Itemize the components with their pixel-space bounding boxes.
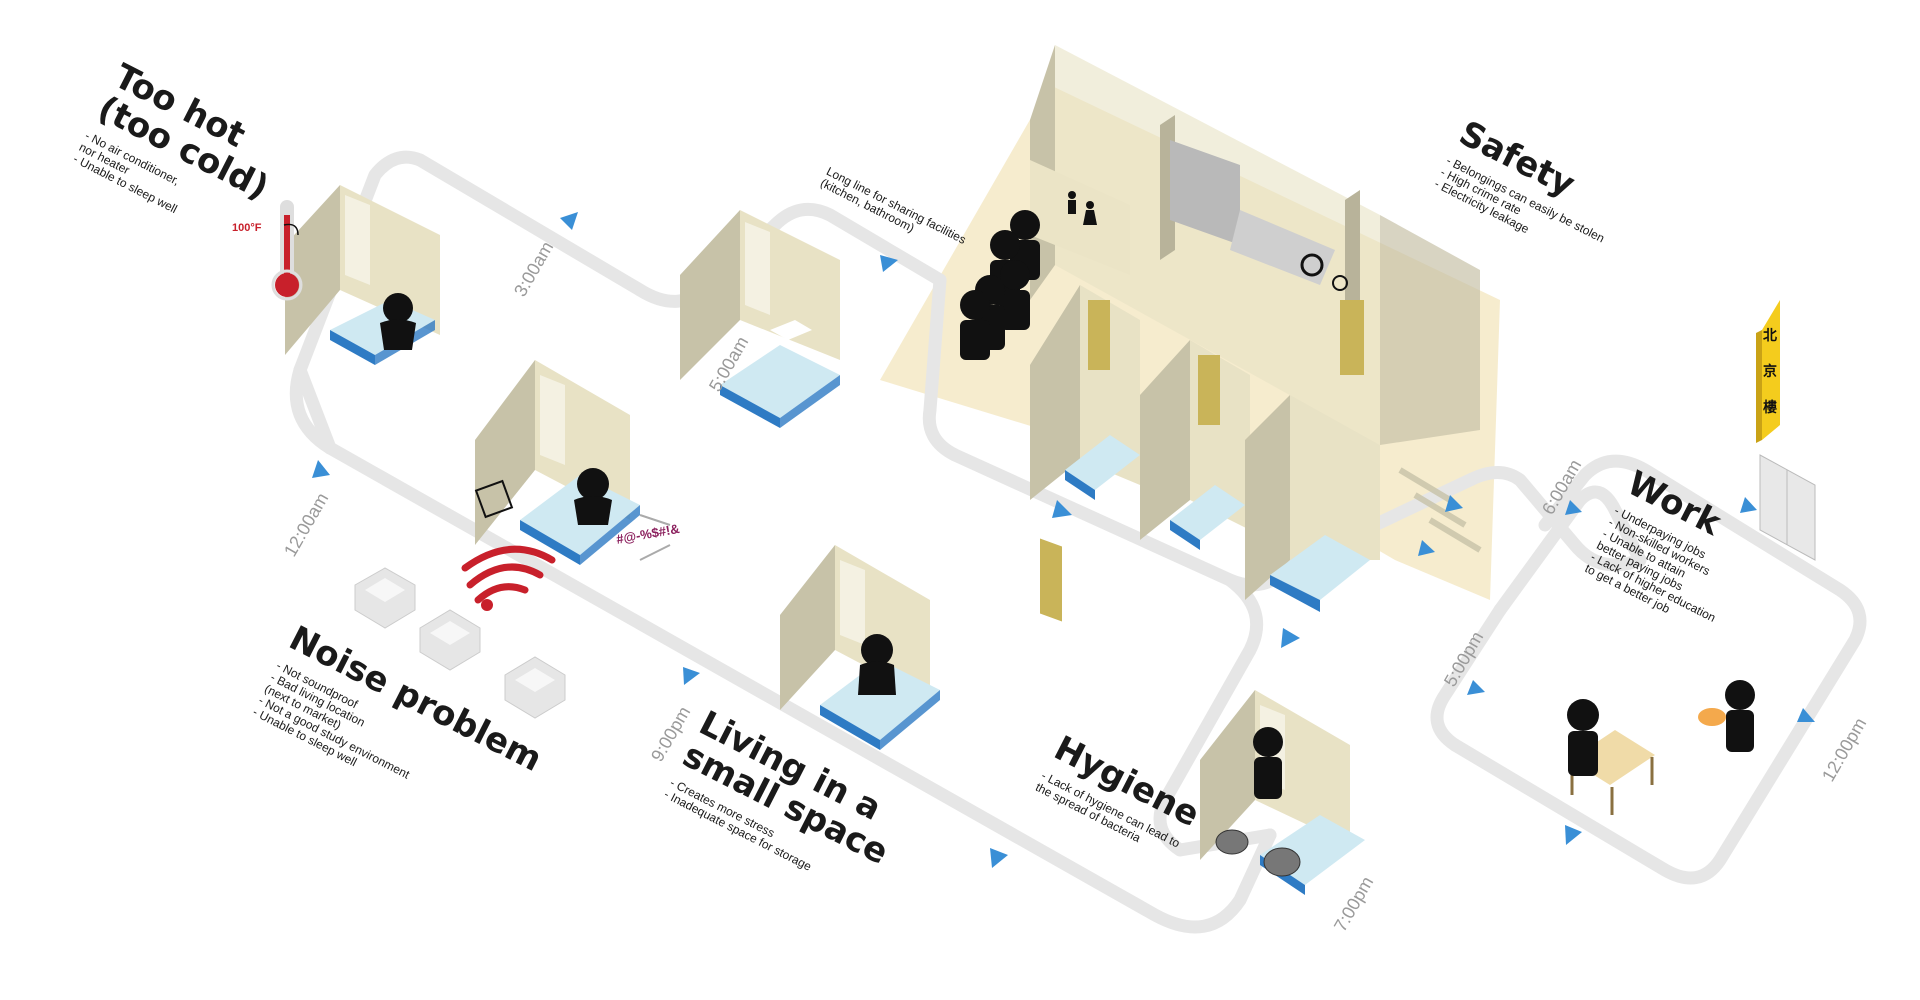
person-icon [858,634,896,695]
route-arrow [560,212,578,230]
noise-waves-icon [461,545,556,611]
route-arrow [1467,680,1485,695]
queue-people-icon [960,210,1040,360]
route-arrow [1797,708,1815,722]
speech-lines-icon [639,514,671,561]
car-icon [419,609,481,671]
person-icon [574,468,612,525]
hostel-row [1030,285,1380,612]
route-arrows [312,212,1815,868]
shared-facility-building [1030,45,1480,622]
room-small-space [780,545,940,750]
car-icon [354,567,416,629]
route-arrow [683,667,700,685]
route-arrow [1740,497,1757,513]
route-arrow [1281,628,1300,648]
dirt-pile-icon [1215,829,1301,877]
person-icon [1725,680,1755,752]
route-arrow [1445,495,1463,512]
person-icon [1253,727,1283,799]
person-icon [380,293,416,350]
car-icon [504,656,566,719]
room-empty-5am [680,210,840,428]
route-arrow [1565,500,1582,515]
route-arrow [1052,500,1072,518]
restroom-sign-icon [1068,191,1097,225]
route-arrow [880,255,898,272]
route-arrow [312,460,330,478]
food-plate-icon [1698,708,1726,726]
route-arrow [1565,825,1582,845]
thermometer-icon [271,200,303,301]
glass-door [1759,454,1816,561]
route-arrow [990,848,1008,868]
restaurant-sign-text: 北京樓 [1763,328,1777,416]
restaurant-sign [1756,300,1780,443]
route-arrow [1418,540,1435,556]
person-icon [1567,699,1599,776]
stairs [1398,467,1482,553]
thermometer-label: 100°F [232,222,262,234]
